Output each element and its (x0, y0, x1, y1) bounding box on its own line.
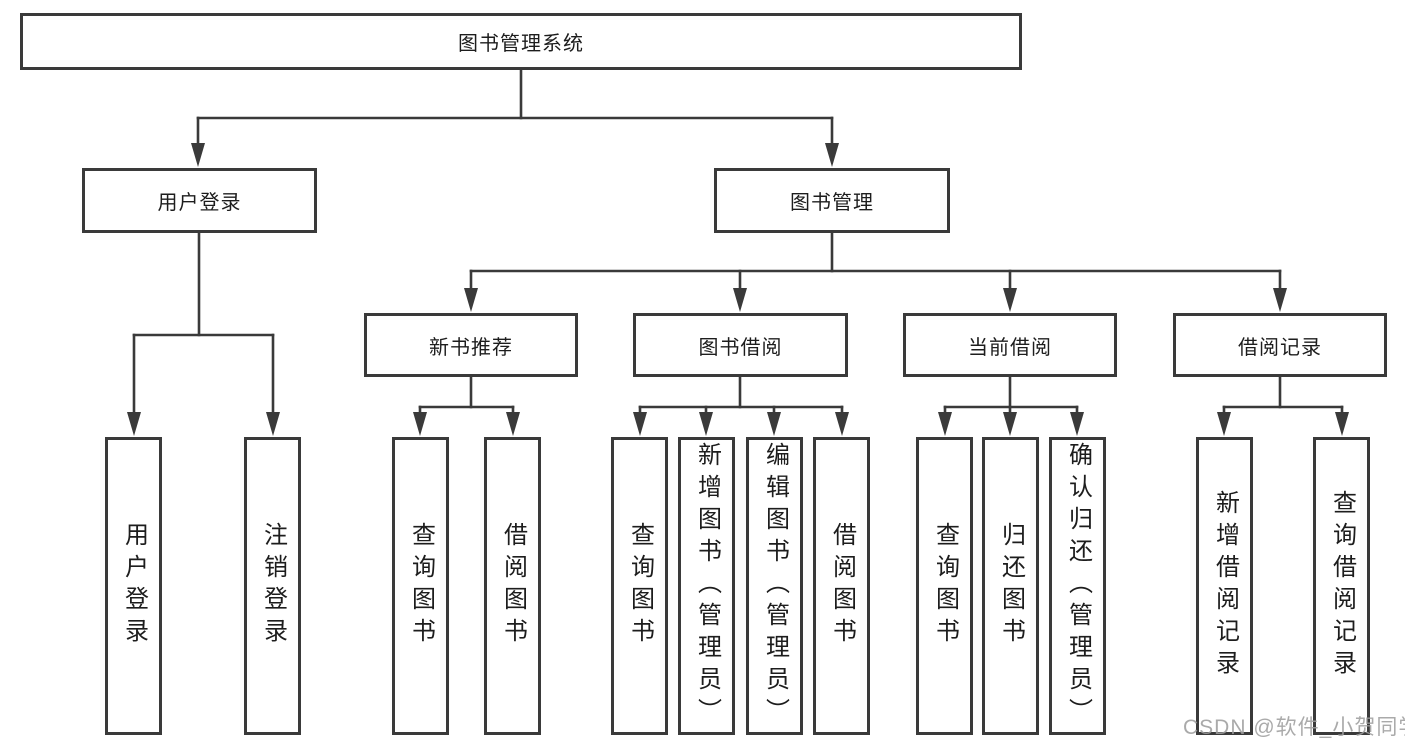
node-book-borrow-label: 图书借阅 (698, 336, 783, 359)
leaf-add-book-admin-label: 新增图书（管理员） (693, 442, 721, 730)
leaf-logout: 注销登录 (244, 437, 301, 735)
leaf-add-borrow-record-label: 新增借阅记录 (1211, 490, 1239, 682)
node-new-book-recommend: 新书推荐 (364, 313, 578, 377)
node-borrow-records-label: 借阅记录 (1238, 336, 1322, 359)
node-book-management-branch: 图书管理 (714, 168, 950, 233)
leaf-edit-book-admin: 编辑图书（管理员） (746, 437, 803, 735)
leaf-add-book-admin: 新增图书（管理员） (678, 437, 735, 735)
csdn-watermark: CSDN @软件_小贺同学 (1183, 716, 1405, 739)
node-user-login-branch-label: 用户登录 (157, 192, 242, 214)
leaf-edit-book-admin-label: 编辑图书（管理员） (761, 442, 789, 730)
node-root-label: 图书管理系统 (458, 33, 584, 55)
leaf-recommend-borrow-book-label: 借阅图书 (499, 522, 527, 650)
leaf-borrow-book: 借阅图书 (813, 437, 870, 735)
node-new-book-recommend-label: 新书推荐 (429, 336, 513, 359)
leaf-borrow-query-book: 查询图书 (611, 437, 668, 735)
node-book-borrow: 图书借阅 (633, 313, 848, 377)
leaf-query-borrow-record: 查询借阅记录 (1313, 437, 1370, 735)
leaf-return-book-label: 归还图书 (997, 522, 1025, 650)
node-book-management-branch-label: 图书管理 (790, 192, 874, 214)
leaf-recommend-borrow-book: 借阅图书 (484, 437, 541, 735)
leaf-confirm-return-admin: 确认归还（管理员） (1049, 437, 1106, 735)
node-user-login-branch: 用户登录 (82, 168, 317, 233)
leaf-current-query-book: 查询图书 (916, 437, 973, 735)
node-borrow-records: 借阅记录 (1173, 313, 1387, 377)
leaf-confirm-return-admin-label: 确认归还（管理员） (1064, 442, 1092, 730)
leaf-user-login-label: 用户登录 (120, 522, 148, 650)
leaf-current-query-book-label: 查询图书 (931, 522, 959, 650)
leaf-borrow-book-label: 借阅图书 (828, 522, 856, 650)
leaf-recommend-query-book: 查询图书 (392, 437, 449, 735)
leaf-recommend-query-book-label: 查询图书 (407, 522, 435, 650)
leaf-add-borrow-record: 新增借阅记录 (1196, 437, 1253, 735)
leaf-logout-label: 注销登录 (259, 522, 287, 650)
leaf-query-borrow-record-label: 查询借阅记录 (1328, 490, 1356, 682)
leaf-borrow-query-book-label: 查询图书 (626, 522, 654, 650)
leaf-return-book: 归还图书 (982, 437, 1039, 735)
node-current-borrow: 当前借阅 (903, 313, 1117, 377)
node-current-borrow-label: 当前借阅 (968, 336, 1052, 359)
node-root: 图书管理系统 (20, 13, 1022, 70)
leaf-user-login: 用户登录 (105, 437, 162, 735)
